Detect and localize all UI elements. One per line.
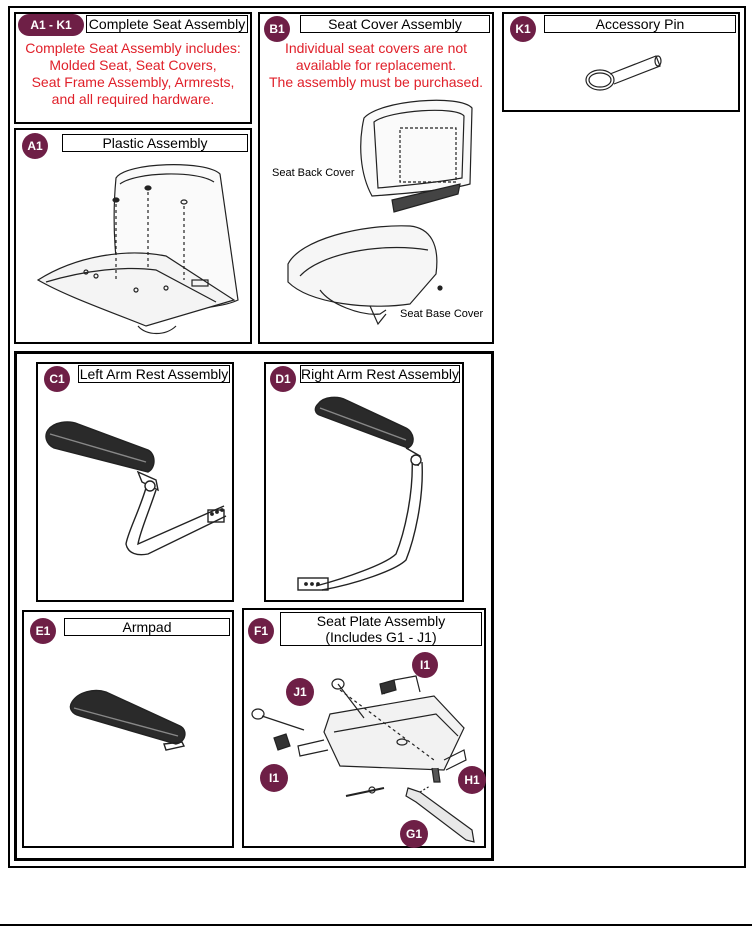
note-line: Individual seat covers are not bbox=[284, 40, 468, 56]
part-badge: F1 bbox=[248, 618, 274, 644]
note-line: Complete Seat Assembly includes: bbox=[25, 40, 241, 56]
panel-right-arm-rest-assembly: Right Arm Rest Assembly D1 bbox=[264, 362, 464, 602]
part-badge: D1 bbox=[270, 366, 296, 392]
note-line: Molded Seat, Seat Covers, bbox=[49, 57, 217, 73]
footer-rule bbox=[0, 924, 752, 926]
accessory-pin-illustration bbox=[585, 55, 662, 91]
part-badge: E1 bbox=[30, 618, 56, 644]
part-badge: C1 bbox=[44, 366, 70, 392]
left-arm-rest-illustration bbox=[45, 421, 227, 556]
plastic-assembly-illustration bbox=[36, 164, 239, 335]
panel-title: Complete Seat Assembly bbox=[86, 15, 248, 33]
panel-title: Accessory Pin bbox=[544, 15, 736, 33]
panel-title: Armpad bbox=[64, 618, 230, 636]
panel-title: Right Arm Rest Assembly bbox=[300, 365, 460, 383]
note-line: available for replacement. bbox=[295, 57, 457, 73]
seat-plate-illustration bbox=[251, 675, 475, 843]
right-arm-rest-illustration bbox=[297, 396, 423, 591]
panel-accessory-pin: Accessory Pin K1 bbox=[502, 12, 740, 112]
part-badge: A1 - K1 bbox=[18, 14, 84, 36]
seat-cover-illustration bbox=[287, 99, 473, 326]
callout-i1-bottom: I1 bbox=[260, 764, 288, 792]
armpad-illustration bbox=[69, 689, 186, 751]
seat-base-cover-label: Seat Base Cover bbox=[400, 308, 484, 320]
note-line: and all required hardware. bbox=[51, 91, 215, 107]
note-line: Seat Frame Assembly, Armrests, bbox=[31, 74, 235, 90]
panel-plastic-assembly: Plastic Assembly A1 bbox=[14, 128, 252, 344]
panel-title: Plastic Assembly bbox=[62, 134, 248, 152]
part-badge: B1 bbox=[264, 16, 290, 42]
panel-title: Left Arm Rest Assembly bbox=[78, 365, 230, 383]
seat-back-cover-label: Seat Back Cover bbox=[272, 167, 355, 179]
outer-frame bbox=[8, 6, 746, 868]
callout-i1-top: I1 bbox=[412, 652, 438, 678]
panel-title: Seat Cover Assembly bbox=[300, 15, 490, 33]
panel-title: Seat Plate Assembly (Includes G1 - J1) bbox=[280, 612, 482, 646]
note-line: The assembly must be purchased. bbox=[269, 74, 483, 90]
part-badge: K1 bbox=[510, 16, 536, 42]
panel-seat-plate-assembly: Seat Plate Assembly (Includes G1 - J1) F… bbox=[242, 608, 486, 848]
panel-title-line1: Seat Plate Assembly bbox=[316, 613, 446, 629]
panel-seat-cover-assembly: Seat Cover Assembly B1 Individual seat c… bbox=[258, 12, 494, 344]
callout-h1: H1 bbox=[458, 766, 486, 794]
callout-g1: G1 bbox=[400, 820, 428, 848]
panel-armpad: Armpad E1 bbox=[22, 610, 234, 848]
part-badge: A1 bbox=[22, 133, 48, 159]
armrest-group-frame bbox=[14, 351, 494, 861]
panel-title-line2: (Includes G1 - J1) bbox=[325, 629, 437, 645]
panel-left-arm-rest-assembly: Left Arm Rest Assembly C1 bbox=[36, 362, 234, 602]
callout-j1: J1 bbox=[286, 678, 314, 706]
panel-complete-seat-assembly: Complete Seat Assembly A1 - K1 Complete … bbox=[14, 12, 252, 124]
